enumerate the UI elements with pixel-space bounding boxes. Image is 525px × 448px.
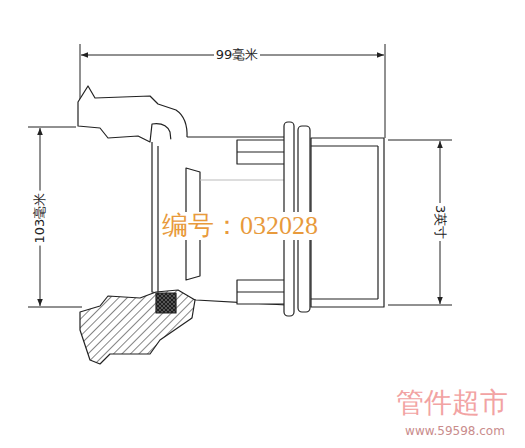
watermark: 编号：032028 xyxy=(160,212,320,241)
dimension-label: 99毫米 xyxy=(214,48,261,62)
dimension-label: 3英寸 xyxy=(433,203,447,241)
dimension-label: 103毫米 xyxy=(33,191,47,246)
watermark: 管件超市 xyxy=(394,388,510,419)
dimension-lines xyxy=(28,44,452,307)
coupling-body xyxy=(78,86,384,364)
watermark: www.59598.com xyxy=(403,425,507,438)
